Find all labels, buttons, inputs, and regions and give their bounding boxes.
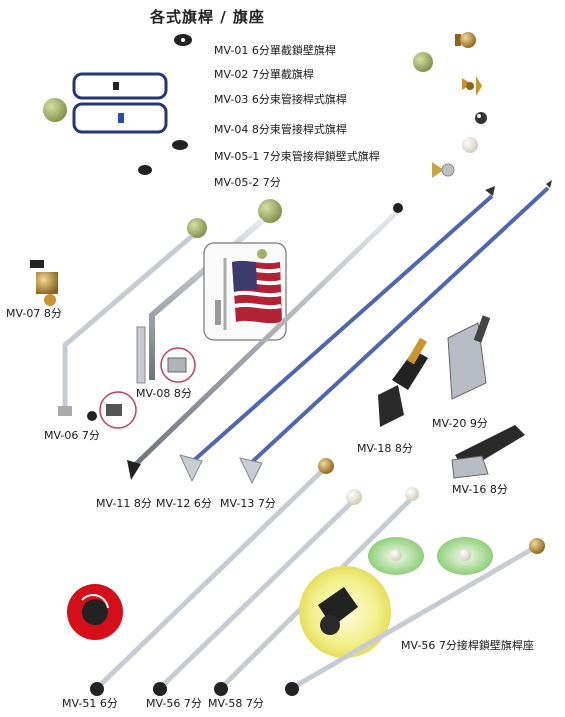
label-mv03: MV-03 6分束管接桿式旗桿: [214, 93, 347, 106]
label-mv08: MV-08 8分: [136, 387, 192, 400]
pole-mv02: [193, 52, 433, 72]
label-mv16: MV-16 8分: [452, 483, 508, 496]
bracket-mv16: [451, 425, 525, 479]
pole-mv06: [58, 218, 207, 429]
pole-mv11: [127, 203, 403, 480]
label-mv12: MV-12 6分: [156, 497, 212, 510]
bracket-mv18: [378, 337, 428, 427]
pole-mv01: [174, 32, 476, 48]
pole-mv51: [67, 458, 334, 696]
pole-mv03: [72, 72, 482, 100]
pole-mv05-2: [138, 162, 455, 178]
label-mv56: MV-56 7分: [146, 697, 202, 710]
pole-mv56: [153, 489, 362, 696]
pole-mv13: [239, 180, 552, 485]
label-mv58: MV-58 7分: [208, 697, 264, 710]
label-mv51: MV-51 6分: [62, 697, 118, 710]
label-mv07: MV-07 8分: [6, 307, 62, 320]
label-mv06: MV-06 7分: [44, 429, 100, 442]
pole-mv05-1: [172, 137, 478, 153]
label-mv20: MV-20 9分: [432, 417, 488, 430]
label-mv18: MV-18 8分: [357, 442, 413, 455]
pole-mv07: [30, 98, 67, 306]
label-mv02: MV-02 7分單截旗桿: [214, 68, 314, 81]
label-mv13: MV-13 7分: [220, 497, 276, 510]
page-title: 各式旗桿 / 旗座: [150, 8, 265, 26]
pole-mv56-mount: [285, 538, 545, 696]
pole-mv08: [136, 199, 282, 384]
label-mv05-2: MV-05-2 7分: [214, 176, 281, 189]
flag-display: [203, 242, 287, 341]
bracket-mv20: [447, 315, 491, 400]
label-mv05-1: MV-05-1 7分束管接桿鎖壁式旗桿: [214, 150, 380, 163]
pole-mv04: [72, 102, 487, 134]
label-mv01: MV-01 6分單截鎖壁旗桿: [214, 44, 336, 57]
pole-mv12: [179, 186, 495, 483]
label-mv04: MV-04 8分束管接桿式旗桿: [214, 123, 347, 136]
label-mv11: MV-11 8分: [96, 497, 152, 510]
label-mv56-mount: MV-56 7分接桿鎖壁旗桿座: [401, 639, 534, 652]
